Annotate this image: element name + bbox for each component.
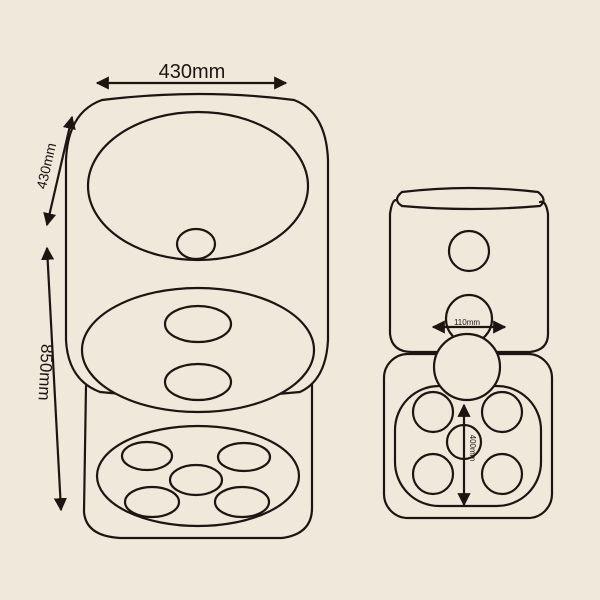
tray-hole-1 (120, 440, 174, 472)
shelf-hole-upper (163, 304, 233, 344)
left-unit (64, 92, 330, 540)
tray-hole-4 (123, 485, 181, 519)
height-label: 850mm (35, 343, 57, 401)
basin-oval (86, 110, 310, 262)
right-tray-hole-5 (480, 452, 524, 496)
tray-hole-5 (213, 485, 271, 519)
hole-diameter-label: 110mm (454, 318, 480, 327)
right-tray-hole-1 (411, 390, 455, 434)
right-unit (382, 186, 554, 520)
right-tray-hole-4 (411, 452, 455, 496)
depth-label: 430mm (33, 141, 59, 190)
right-tray-hole-2 (480, 390, 524, 434)
left-lower-cabinet (82, 382, 314, 540)
middle-shelf (80, 286, 316, 414)
tray-hole-2 (216, 441, 272, 473)
tray-hole-3 (168, 463, 224, 497)
drain-hole (175, 227, 217, 261)
right-top-rim (395, 186, 545, 211)
inner-height-label: 400mm (468, 435, 477, 462)
right-dimensions: 110mm 400mm (431, 318, 507, 507)
width-label: 430mm (159, 61, 226, 83)
shelf-hole-lower (163, 362, 233, 402)
height-arrow (41, 246, 67, 512)
base-tray (95, 424, 301, 528)
right-center-ball (432, 332, 502, 402)
right-upper-hole (447, 229, 491, 273)
right-upper-box (388, 198, 550, 354)
right-inner-tray (393, 384, 543, 508)
depth-arrow (43, 115, 76, 227)
